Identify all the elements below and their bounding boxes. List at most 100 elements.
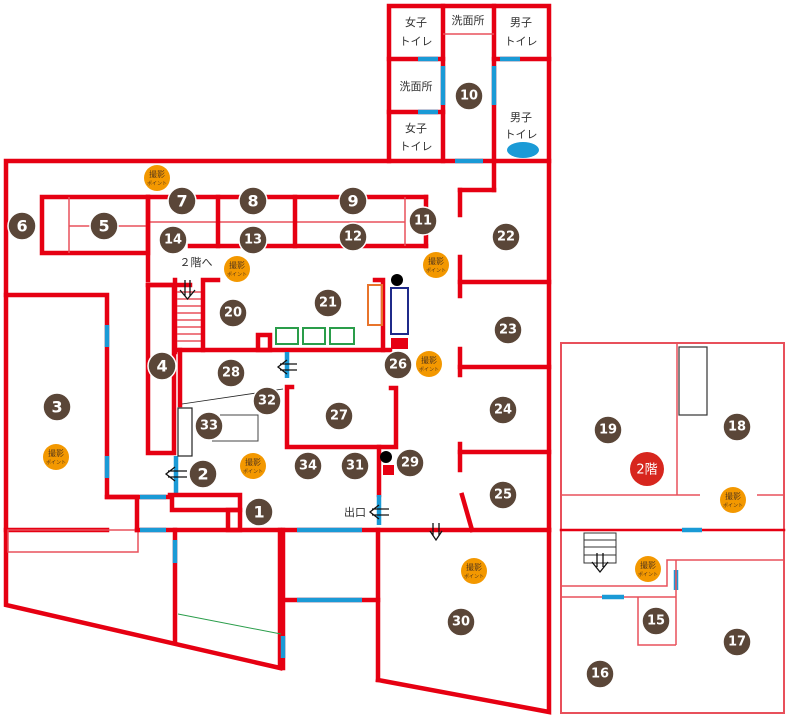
room-marker-19: 19 xyxy=(593,415,623,445)
svg-text:26: 26 xyxy=(389,358,407,373)
washroom-label: 洗面所 xyxy=(452,14,485,27)
svg-text:ポイント: ポイント xyxy=(464,573,484,580)
staircase-2f xyxy=(583,532,617,564)
room-marker-2: 2 xyxy=(188,459,218,489)
svg-text:ポイント: ポイント xyxy=(723,502,743,509)
svg-text:12: 12 xyxy=(344,230,362,245)
exit-label: 出口 xyxy=(344,505,366,519)
svg-text:15: 15 xyxy=(647,614,665,629)
svg-text:8: 8 xyxy=(247,192,258,211)
svg-text:1: 1 xyxy=(253,503,264,522)
svg-text:ポイント: ポイント xyxy=(419,366,439,373)
svg-text:トイレ: トイレ xyxy=(400,140,433,153)
mens-toilet-label: 男子 xyxy=(510,111,532,124)
svg-text:2: 2 xyxy=(197,465,208,484)
down-arrow-icon xyxy=(591,553,609,574)
second-floor-plan xyxy=(559,342,786,714)
svg-text:撮影: 撮影 xyxy=(466,562,482,572)
room-marker-32: 32 xyxy=(252,386,282,416)
room-marker-27: 27 xyxy=(324,401,354,431)
svg-text:撮影: 撮影 xyxy=(640,560,656,570)
svg-text:ポイント: ポイント xyxy=(638,571,658,578)
svg-text:5: 5 xyxy=(98,217,109,236)
washroom-label: 洗面所 xyxy=(400,80,433,93)
staff-marker-icon xyxy=(391,274,403,286)
room-marker-21: 21 xyxy=(313,288,343,318)
room-marker-1: 1 xyxy=(244,497,274,527)
svg-text:トイレ: トイレ xyxy=(505,128,538,141)
room-marker-31: 31 xyxy=(340,451,370,481)
svg-text:30: 30 xyxy=(452,615,470,630)
svg-text:23: 23 xyxy=(499,323,517,338)
svg-text:撮影: 撮影 xyxy=(421,355,437,365)
left-arrow-icon xyxy=(164,466,187,482)
svg-text:20: 20 xyxy=(224,306,242,321)
room-marker-12: 12 xyxy=(338,222,368,252)
svg-text:7: 7 xyxy=(176,192,187,211)
room-marker-10: 10 xyxy=(454,81,484,111)
down-arrow-icon xyxy=(429,523,443,542)
room-marker-28: 28 xyxy=(216,358,246,388)
svg-text:29: 29 xyxy=(401,456,419,471)
svg-text:撮影: 撮影 xyxy=(245,457,261,467)
svg-text:9: 9 xyxy=(347,192,358,211)
svg-text:撮影: 撮影 xyxy=(725,491,741,501)
svg-text:トイレ: トイレ xyxy=(505,35,538,48)
staircase xyxy=(177,291,203,342)
svg-text:トイレ: トイレ xyxy=(400,35,433,48)
svg-text:ポイント: ポイント xyxy=(227,271,247,278)
svg-text:2階: 2階 xyxy=(636,463,657,478)
svg-text:ポイント: ポイント xyxy=(46,459,66,466)
svg-text:25: 25 xyxy=(494,488,512,503)
svg-text:ポイント: ポイント xyxy=(243,468,263,475)
svg-text:14: 14 xyxy=(164,233,182,248)
second-floor-badge: 2階 xyxy=(630,452,664,486)
svg-text:22: 22 xyxy=(497,230,515,245)
womens-toilet-label: 女子 xyxy=(405,15,427,29)
svg-text:33: 33 xyxy=(200,419,218,434)
room-marker-13: 13 xyxy=(238,225,268,255)
room-marker-9: 9 xyxy=(338,186,368,216)
staff-marker-icon xyxy=(380,451,392,463)
room-marker-24: 24 xyxy=(488,395,518,425)
interior-fixtures xyxy=(177,274,409,475)
svg-text:18: 18 xyxy=(728,420,746,435)
room-marker-8: 8 xyxy=(238,186,268,216)
room-marker-17: 17 xyxy=(722,627,752,657)
restroom-block xyxy=(386,3,552,164)
svg-text:24: 24 xyxy=(494,403,512,418)
room-marker-14: 14 xyxy=(158,225,188,255)
svg-text:6: 6 xyxy=(16,217,27,236)
room-marker-6: 6 xyxy=(7,211,37,241)
room-marker-23: 23 xyxy=(493,315,523,345)
svg-text:34: 34 xyxy=(299,459,317,474)
svg-text:撮影: 撮影 xyxy=(428,256,444,266)
exit-arrow-icon xyxy=(368,504,389,520)
room-marker-4: 4 xyxy=(147,351,177,381)
svg-text:3: 3 xyxy=(51,398,62,417)
room-marker-29: 29 xyxy=(395,448,425,478)
room-marker-11: 11 xyxy=(408,206,438,236)
svg-text:28: 28 xyxy=(222,366,240,381)
womens-toilet-label: 女子 xyxy=(405,121,427,135)
room-marker-30: 30 xyxy=(446,607,476,637)
left-arrow-icon xyxy=(276,359,297,375)
stairs-label: ２階へ xyxy=(180,255,213,269)
room-markers: 1 2 3 4 5 6 7 8 9 10 11 12 13 14 15 16 1… xyxy=(7,81,752,689)
arrows xyxy=(164,280,609,574)
svg-text:撮影: 撮影 xyxy=(229,260,245,270)
room-marker-25: 25 xyxy=(488,480,518,510)
svg-text:撮影: 撮影 xyxy=(48,448,64,458)
room-marker-16: 16 xyxy=(585,659,615,689)
room-marker-7: 7 xyxy=(167,186,197,216)
svg-text:11: 11 xyxy=(414,214,432,229)
svg-text:27: 27 xyxy=(330,409,348,424)
svg-text:16: 16 xyxy=(591,667,609,682)
